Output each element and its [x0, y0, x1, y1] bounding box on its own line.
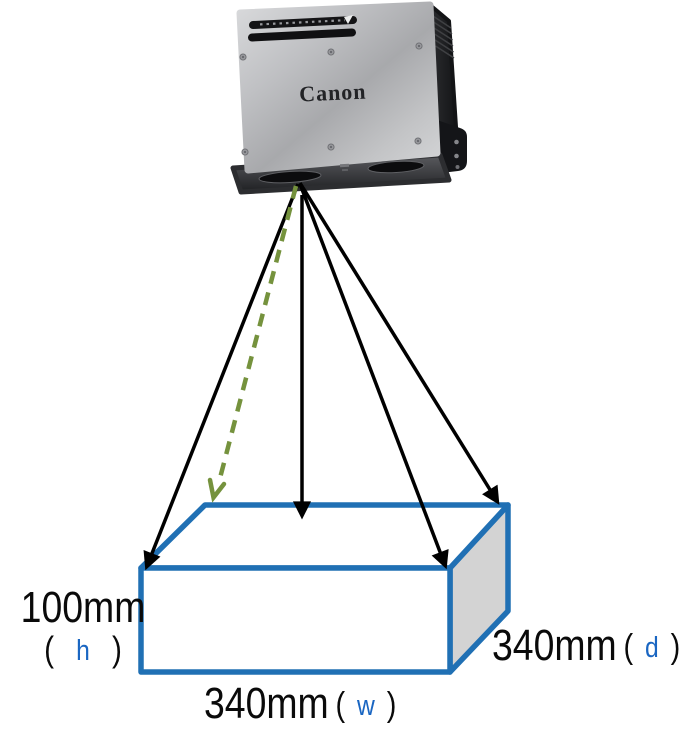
paren-close: ): [386, 686, 397, 724]
dashed-arrowhead: [207, 477, 227, 503]
box-front-face: [138, 565, 453, 675]
paren-open: (: [623, 628, 634, 666]
height-dimension-letter: h: [76, 635, 90, 667]
bracket-hole: [455, 165, 460, 169]
measurement-box: [138, 502, 511, 675]
device-screws: [239, 42, 423, 156]
bracket-hole: [454, 153, 459, 159]
canon-logo: Canon: [299, 79, 367, 107]
width-value: 340mm: [204, 679, 329, 728]
base-badge: [339, 163, 350, 168]
base-badge: [341, 168, 349, 172]
scan-arrow-front-right: [298, 183, 449, 570]
lens-window-right: [367, 160, 425, 174]
paren-close: ): [670, 628, 681, 666]
device-side-fins: [432, 15, 455, 59]
depth-value: 340mm: [492, 621, 617, 670]
height-value: 100mm: [20, 583, 146, 632]
depth-dimension-letter: d: [645, 632, 659, 664]
paren-open: (: [335, 686, 346, 724]
camera-device: Canon: [230, 1, 467, 195]
lens-window-left: [258, 170, 322, 184]
scan-arrow-left: [143, 183, 300, 571]
screw-icon: [239, 53, 247, 61]
status-slot-upper: [249, 16, 357, 29]
status-slot-lower: [248, 28, 356, 42]
status-slot-upper-leds: [259, 19, 346, 26]
width-dimension-letter: w: [357, 690, 375, 722]
reference-beam-dashed: [207, 185, 299, 503]
scan-arrows: [143, 182, 500, 571]
screw-icon: [327, 48, 335, 56]
status-slot-notch: [344, 15, 353, 24]
paren-close: ): [111, 630, 122, 669]
height-dimension-label: 100mm ( h): [19, 586, 147, 669]
screw-icon: [414, 137, 422, 145]
bracket-hole: [454, 139, 459, 145]
screw-icon: [241, 148, 249, 156]
screw-icon: [327, 143, 335, 151]
width-dimension-label: 340mm( w): [204, 682, 396, 726]
depth-dimension-label: 340mm( d): [492, 624, 680, 668]
box-top-face: [138, 502, 511, 571]
device-front-panel: [236, 1, 441, 174]
screw-icon: [415, 42, 423, 50]
scan-arrow-back-right: [298, 182, 500, 505]
paren-open: (: [44, 630, 55, 669]
device-mount-bracket: [437, 120, 467, 173]
